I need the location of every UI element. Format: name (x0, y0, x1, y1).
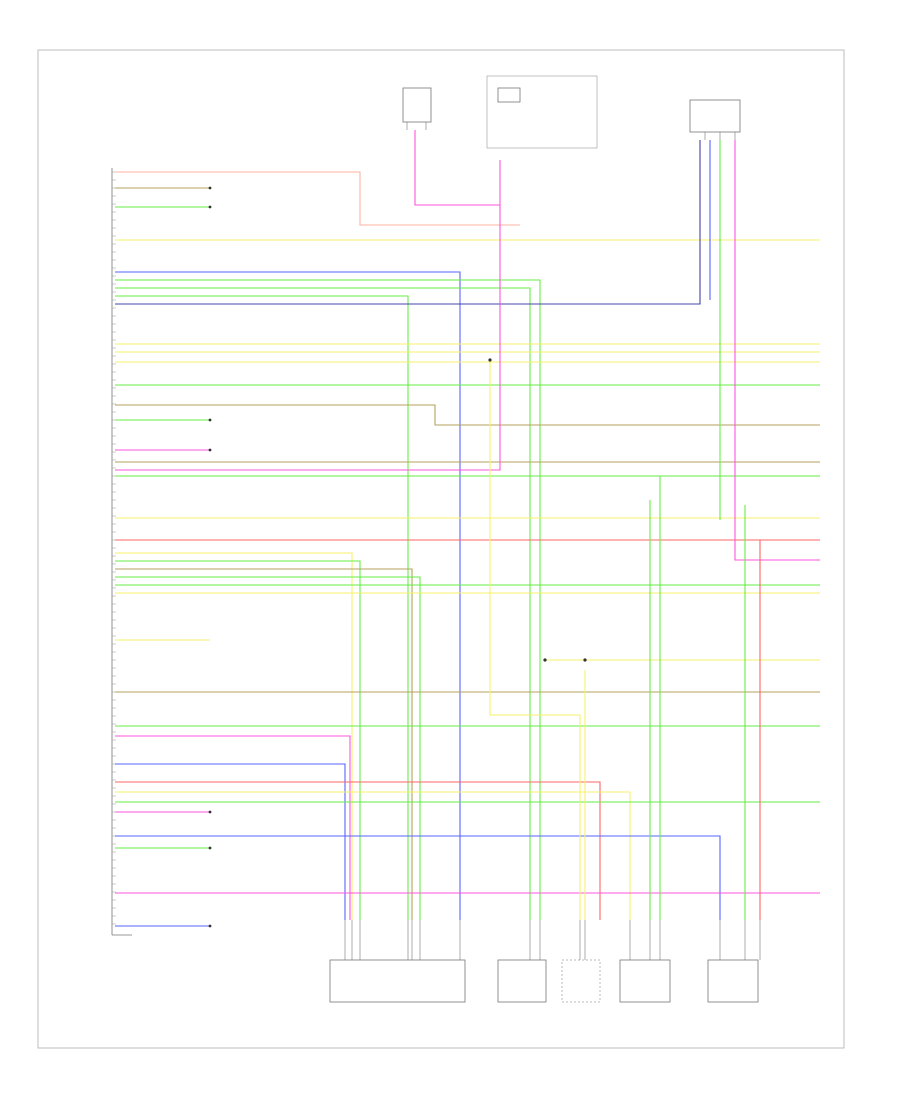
connector-pins (344, 920, 761, 960)
pin-ticks (112, 171, 116, 925)
connector-bottom-4 (619, 959, 671, 1003)
diagram-frame (37, 49, 845, 1049)
module-left (45, 168, 132, 952)
wires (115, 130, 820, 927)
connector-bottom-1 (329, 959, 466, 1003)
module-label-block (45, 930, 100, 952)
sensor-top-right (689, 99, 741, 140)
connector-bottom-3 (561, 959, 601, 1003)
connector-bottom-5 (707, 959, 759, 1003)
sensor-top-center (486, 75, 598, 149)
sensor-top-left (402, 87, 432, 130)
connector-bottom-2 (497, 959, 547, 1003)
splice-points (208, 186, 587, 928)
